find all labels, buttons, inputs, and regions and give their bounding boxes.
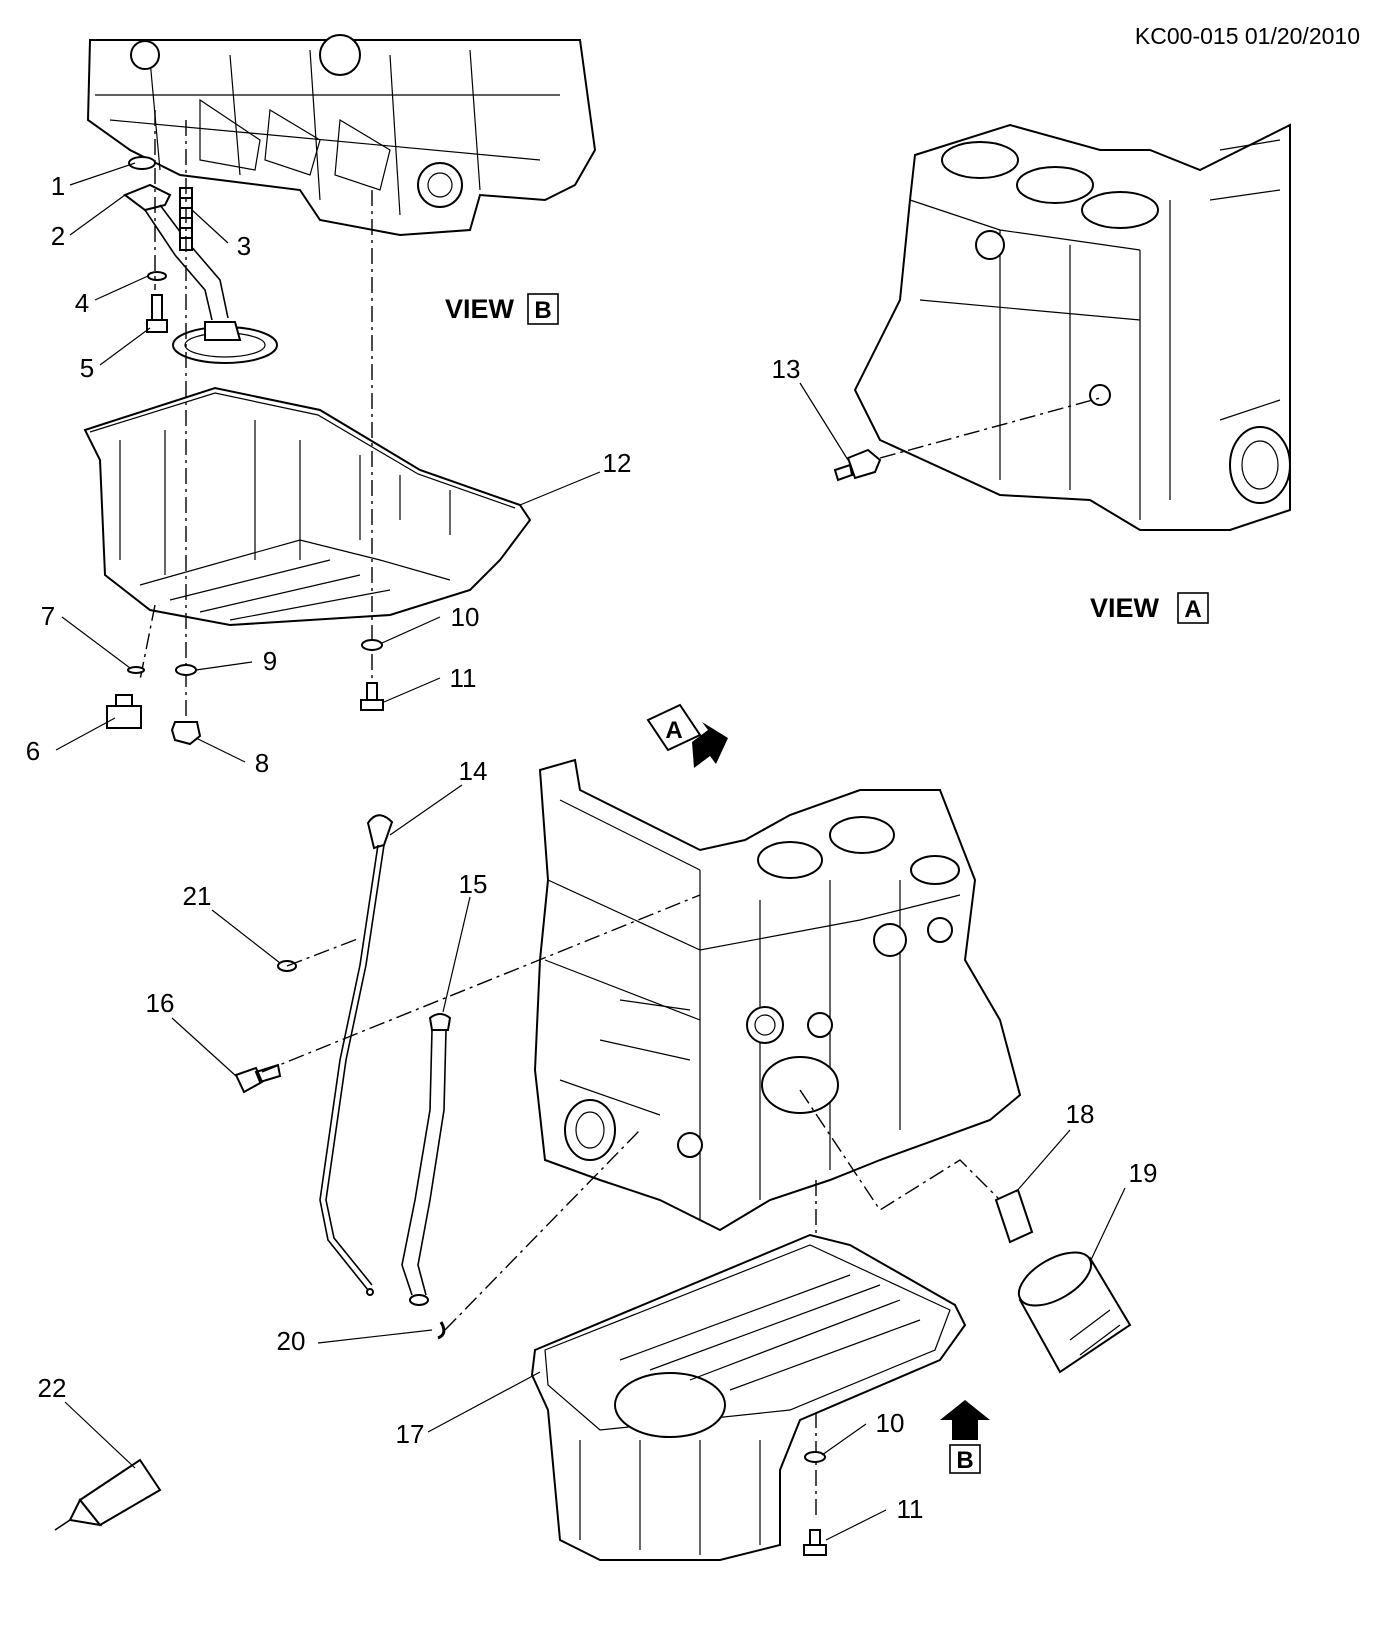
view-a-letter: A — [1184, 596, 1201, 623]
washer — [804, 1451, 826, 1463]
callout-9: 9 — [263, 646, 277, 676]
main-engine-block — [533, 758, 1022, 1232]
oil-pan-bolt — [360, 682, 384, 711]
callout-18: 18 — [1066, 1099, 1095, 1129]
alignment-line — [261, 894, 701, 1073]
callout-7: 7 — [41, 601, 55, 631]
callout-6: 6 — [26, 736, 40, 766]
callout-12: 12 — [603, 448, 632, 478]
callout-13: 13 — [772, 354, 801, 384]
callout-8: 8 — [255, 748, 269, 778]
view-a-box — [1177, 592, 1209, 624]
pickup-tube-bolt — [146, 294, 168, 333]
oil-pan-bolt — [803, 1529, 827, 1556]
callout-4: 4 — [75, 288, 89, 318]
tube-o-ring — [437, 1321, 446, 1340]
oil-filter-adapter — [994, 1188, 1034, 1244]
alignment-line — [444, 1129, 641, 1331]
view-b-word: VIEW — [445, 294, 515, 324]
callout-10-lower: 10 — [876, 1408, 905, 1438]
callout-10: 10 — [451, 602, 480, 632]
view-b-direction-arrow: B — [940, 1400, 990, 1474]
view-b-engine-block — [86, 34, 597, 237]
dipstick-tube-bolt — [234, 1063, 282, 1094]
callout-20: 20 — [277, 1326, 306, 1356]
callout-numbers: 1 2 3 4 5 6 7 8 9 10 11 12 13 14 15 16 1… — [26, 171, 1158, 1524]
callout-17: 17 — [396, 1419, 425, 1449]
view-b-box — [527, 293, 559, 325]
callout-11-lower: 11 — [897, 1494, 924, 1524]
washer — [361, 639, 383, 651]
callout-2: 2 — [51, 221, 65, 251]
callout-22: 22 — [38, 1373, 67, 1403]
alignment-line — [286, 937, 361, 967]
view-a-direction-arrow: A — [646, 703, 728, 768]
nut — [170, 721, 202, 746]
lower-oil-pan — [530, 1233, 967, 1561]
upper-oil-pan — [83, 386, 532, 627]
washer — [147, 271, 167, 281]
drain-plug — [106, 694, 142, 729]
callout-1: 1 — [51, 171, 65, 201]
callout-15: 15 — [459, 869, 488, 899]
view-a-engine-block — [853, 123, 1291, 531]
callout-14: 14 — [459, 756, 488, 786]
oil-filter — [1017, 1251, 1132, 1374]
oil-pump-pickup-tube — [122, 183, 278, 364]
callout-11: 11 — [450, 663, 477, 693]
callout-5: 5 — [80, 353, 94, 383]
document-reference: KC00-015 01/20/2010 — [1135, 23, 1360, 49]
callout-16: 16 — [146, 988, 175, 1018]
drain-plug-gasket — [127, 666, 145, 674]
alignment-line — [879, 397, 1101, 459]
svg-text:A: A — [665, 717, 682, 744]
pickup-tube-gasket — [128, 156, 156, 170]
view-b-letter: B — [534, 297, 551, 324]
callout-leader-lines — [55, 162, 1126, 1541]
alignment-line — [799, 1089, 1001, 1211]
callout-19: 19 — [1129, 1158, 1158, 1188]
callout-3: 3 — [237, 231, 251, 261]
dipstick-tube — [401, 1013, 452, 1306]
sealant-tube — [54, 1458, 162, 1531]
svg-text:B: B — [956, 1447, 973, 1474]
oil-pressure-switch — [833, 448, 882, 482]
view-a-word: VIEW — [1090, 593, 1160, 623]
washer — [175, 664, 197, 676]
oil-level-dipstick — [319, 814, 394, 1296]
callout-21: 21 — [183, 881, 212, 911]
